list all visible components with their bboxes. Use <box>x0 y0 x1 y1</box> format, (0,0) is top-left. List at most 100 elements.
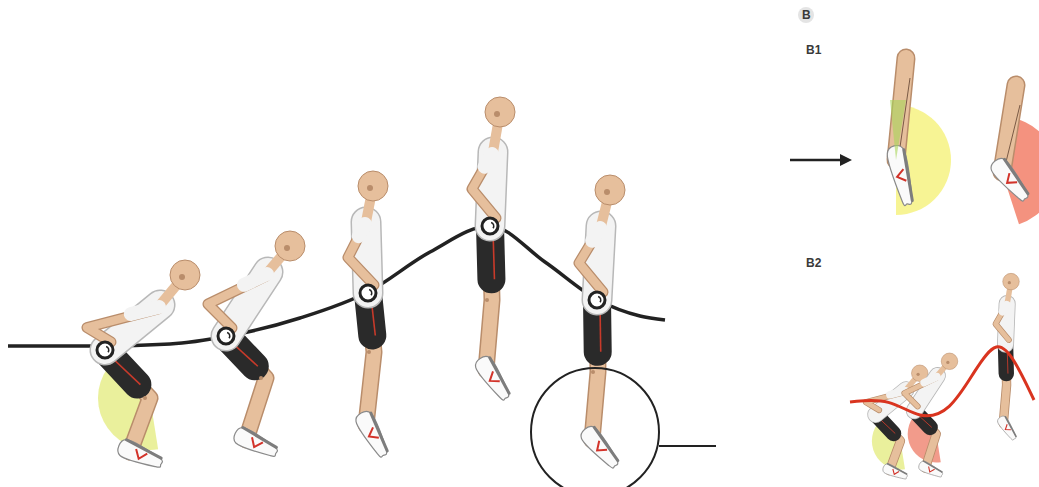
leg <box>226 336 266 440</box>
knee-dot <box>259 376 263 380</box>
ear <box>367 185 373 191</box>
knee-dot <box>143 396 147 400</box>
shoe <box>356 412 387 458</box>
leg <box>105 350 150 452</box>
athlete-figure <box>87 260 200 467</box>
ear <box>494 111 500 117</box>
sleeve <box>131 307 159 314</box>
hip-trajectory <box>850 347 1034 416</box>
shoe <box>991 159 1028 202</box>
head <box>485 97 515 127</box>
leg <box>105 350 150 452</box>
head <box>941 353 958 370</box>
hip-marker-arc <box>598 296 602 303</box>
shoe-sole <box>371 413 387 451</box>
shoe-stripe <box>1005 424 1010 429</box>
panel-label: B <box>802 9 811 21</box>
shoe-sole <box>126 440 161 458</box>
ear <box>604 189 610 195</box>
lower-leg <box>991 85 1039 224</box>
achilles-line <box>1005 105 1020 166</box>
head <box>275 231 305 261</box>
shoe-stripe <box>136 449 147 459</box>
leg <box>592 300 598 440</box>
shoe <box>883 464 907 479</box>
detail-panel <box>790 7 1039 479</box>
zoom-leader <box>659 445 716 447</box>
range-highlight <box>890 100 906 160</box>
ear <box>179 274 185 280</box>
leg <box>1003 344 1006 423</box>
leg <box>1003 344 1006 423</box>
sleeve <box>244 274 267 285</box>
head <box>595 175 625 205</box>
shoe-sole <box>1005 159 1028 193</box>
shoe <box>998 416 1016 440</box>
zoom-circle <box>531 368 659 487</box>
hip-marker <box>589 292 605 308</box>
lower-leg <box>887 58 951 215</box>
knee-dot <box>367 350 371 354</box>
section-badge <box>798 7 814 23</box>
main-sequence <box>8 97 716 487</box>
sleeve <box>592 228 600 241</box>
athlete-figure <box>348 171 388 457</box>
shoe <box>234 428 277 457</box>
shoe-stripe <box>893 469 899 474</box>
hip-trajectory <box>8 226 665 346</box>
ear <box>1008 281 1011 284</box>
shoe-sole <box>924 461 942 472</box>
b2-sequence <box>850 273 1034 479</box>
leg <box>876 415 901 471</box>
shoe-sole <box>904 150 913 201</box>
shoe-stripe <box>929 466 935 471</box>
leg <box>914 411 936 468</box>
hip-marker <box>97 342 113 358</box>
panel-label: B1 <box>806 44 821 56</box>
knee-dot <box>591 370 595 374</box>
shoe-stripe <box>252 437 263 447</box>
shoe <box>887 146 912 206</box>
shoe <box>476 357 509 401</box>
shoe <box>118 440 162 468</box>
leg <box>486 226 492 370</box>
head <box>1003 273 1020 290</box>
ear <box>946 361 949 364</box>
hip-marker <box>482 218 498 234</box>
shoe-stripe <box>490 371 500 381</box>
leg <box>876 415 901 471</box>
pointer-arrow-head <box>840 154 852 166</box>
shoe-stripe <box>369 427 379 437</box>
leg <box>592 300 598 440</box>
athlete-figure <box>996 273 1020 440</box>
athlete-figure <box>579 175 625 468</box>
ear <box>284 245 290 251</box>
athlete-figure <box>208 231 305 456</box>
shoe-sole <box>243 428 276 448</box>
shoe-sole <box>594 427 618 460</box>
shoe-sole <box>1005 417 1016 437</box>
hip-marker-arc <box>491 222 495 229</box>
leg <box>226 336 266 440</box>
pointer-arrow-shaft <box>790 159 842 162</box>
ear <box>916 373 919 376</box>
hip-marker <box>360 285 376 301</box>
hip-marker-arc <box>369 289 373 296</box>
hip-marker-arc <box>227 332 231 339</box>
sleeve <box>924 377 937 383</box>
shoe <box>919 461 943 477</box>
shoe-stripe <box>1007 173 1017 183</box>
sleeve <box>359 224 365 236</box>
athlete-figure <box>472 97 515 400</box>
leg <box>914 411 936 468</box>
sleeve <box>485 154 492 167</box>
shoe-sole <box>888 464 907 474</box>
shoe-sole <box>490 358 509 394</box>
shoe-stripe <box>597 441 607 451</box>
sleeve <box>1003 305 1007 312</box>
head <box>170 260 200 290</box>
leg <box>486 226 492 370</box>
hip-marker <box>218 328 234 344</box>
